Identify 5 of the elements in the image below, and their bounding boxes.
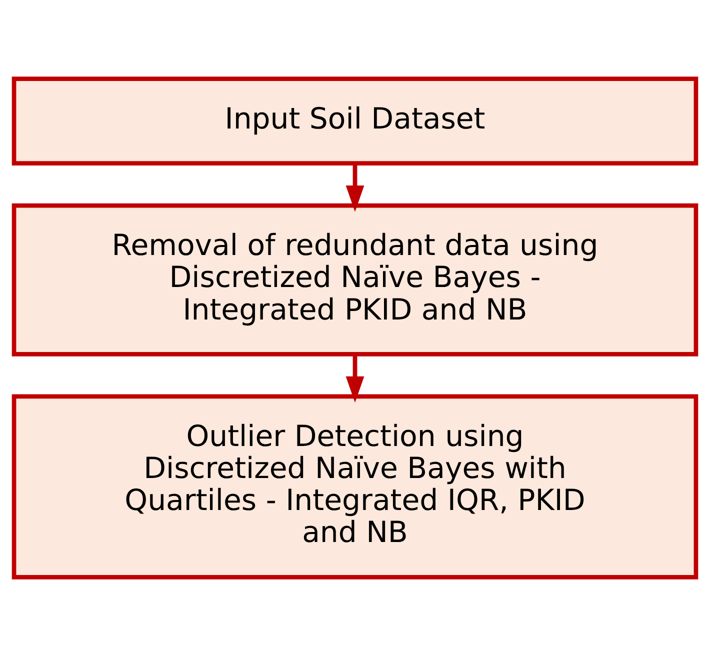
node-box: Outlier Detection using Discretized Naïve Bayes with Quartiles - Integrated IQR, PKID and NB — [12, 394, 698, 579]
node-box: Removal of redundant data using Discretized Naïve Bayes - Integrated PKID and NB — [12, 202, 698, 356]
arrow — [346, 354, 364, 402]
node-box: Input Soil Dataset — [12, 76, 698, 166]
arrow — [346, 163, 364, 212]
